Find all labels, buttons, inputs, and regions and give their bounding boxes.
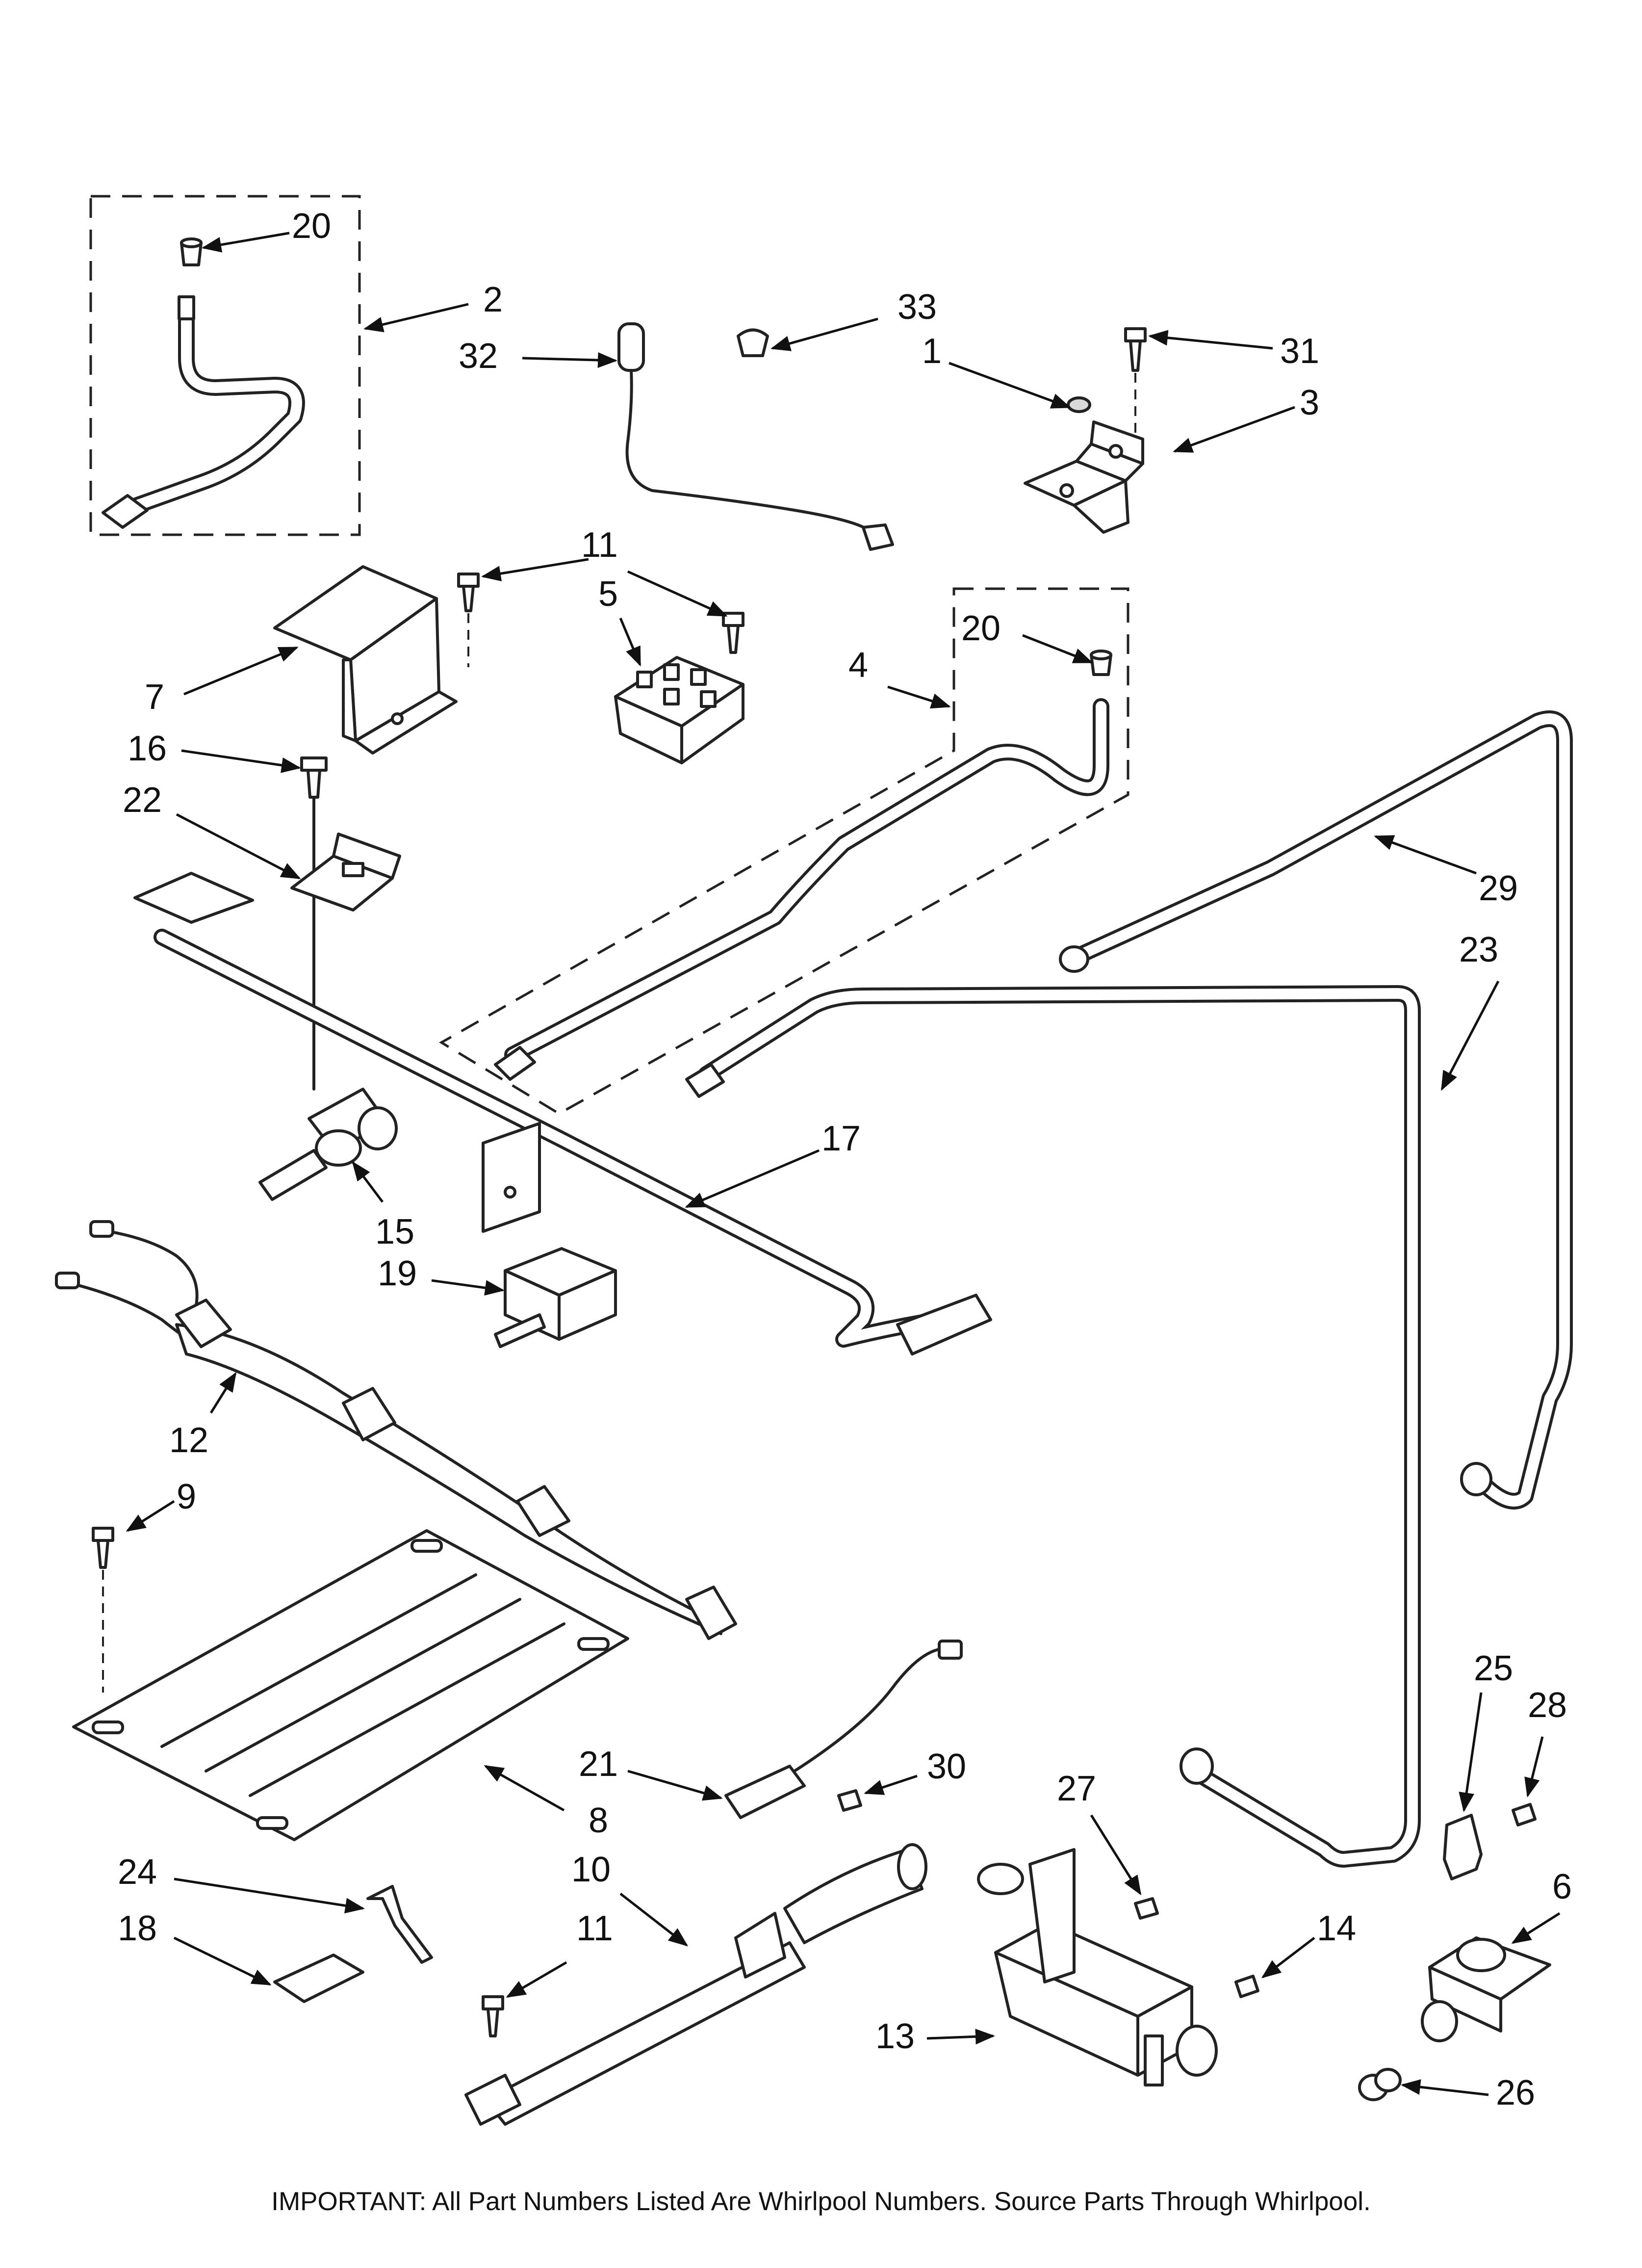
part-6-regulator (1421, 1936, 1551, 2042)
part-26-fitting (1358, 2068, 1402, 2101)
callout-7: 7 (145, 678, 164, 717)
part-21-igniter (724, 1640, 963, 1819)
callout-22: 22 (123, 781, 162, 820)
callout-33: 33 (898, 287, 937, 327)
callout-14: 14 (1317, 1909, 1356, 1948)
part-15-valve (258, 1088, 398, 1201)
callout-28: 28 (1528, 1686, 1567, 1725)
part-7-shield (273, 565, 469, 755)
part-10-burner (464, 1843, 927, 2126)
callout-23: 23 (1459, 930, 1498, 969)
callout-20: 20 (961, 609, 1001, 648)
callout-24: 24 (118, 1852, 157, 1892)
callout-15: 15 (375, 1212, 414, 1251)
part-30-screw (837, 1789, 862, 1812)
callout-10: 10 (571, 1850, 611, 1889)
callout-19: 19 (378, 1254, 417, 1293)
part-1-nut (1067, 396, 1091, 413)
part-18-clip (273, 1954, 364, 2003)
part-9-screw (92, 1527, 114, 1693)
callout-30: 30 (927, 1747, 966, 1786)
part-14-screw (1234, 1975, 1259, 1998)
callout-9: 9 (177, 1477, 196, 1516)
part-11-screw-b (722, 612, 744, 654)
callout-29: 29 (1479, 869, 1518, 908)
part-29-tube (1059, 710, 1573, 1510)
callout-12: 12 (169, 1421, 208, 1460)
part-32-sensor (617, 322, 894, 551)
callout-8: 8 (589, 1801, 608, 1840)
part-2-tube-assembly (89, 195, 361, 536)
callout-labels: 20 2 32 33 1 31 3 11 5 7 20 4 16 22 29 2… (118, 207, 1572, 2112)
callout-27: 27 (1057, 1769, 1096, 1808)
callout-13: 13 (875, 2017, 915, 2056)
callout-5: 5 (598, 574, 618, 614)
callout-32: 32 (459, 337, 498, 376)
callout-3: 3 (1300, 383, 1319, 422)
part-23-tube (685, 985, 1421, 1868)
part-4-tube-assembly (439, 587, 1129, 1115)
callout-25: 25 (1474, 1649, 1513, 1688)
footer-note: IMPORTANT: All Part Numbers Listed Are W… (271, 2187, 1371, 2216)
part-17-manifold (133, 872, 992, 1356)
callout-2: 2 (483, 280, 503, 319)
leader-lines (126, 232, 1561, 2096)
part-11-screw-a (457, 573, 480, 612)
part-33-plug (737, 328, 769, 357)
callout-11: 11 (576, 1909, 613, 1948)
callout-1: 1 (922, 332, 942, 371)
part-12-harness (55, 1220, 737, 1640)
part-20-cap-top (180, 237, 203, 266)
part-11-screw-c (482, 1995, 504, 2037)
part-19-switch (494, 1247, 617, 1348)
part-27-screw (1134, 1897, 1159, 1920)
callout-18: 18 (118, 1909, 157, 1948)
part-3-bracket (1024, 420, 1144, 534)
callout-11: 11 (581, 525, 618, 565)
callout-20: 20 (292, 207, 331, 246)
part-13-valve-body (977, 1848, 1218, 2086)
part-25-clip (1443, 1814, 1483, 1880)
part-5-switch (614, 656, 744, 764)
part-28-screw (1512, 1803, 1537, 1826)
callout-26: 26 (1496, 2073, 1535, 2112)
callout-21: 21 (579, 1745, 618, 1784)
part-24-clip (366, 1885, 433, 1964)
part-20-cap-right (1090, 650, 1112, 676)
part-8-plate (72, 1529, 629, 1841)
callout-31: 31 (1280, 332, 1319, 371)
part-22-bracket (290, 833, 401, 912)
callout-17: 17 (821, 1119, 861, 1158)
callout-6: 6 (1552, 1867, 1572, 1906)
callout-4: 4 (848, 646, 868, 685)
part-16-screw (300, 756, 328, 1091)
callout-16: 16 (128, 729, 167, 768)
part-31-screw (1124, 327, 1147, 442)
